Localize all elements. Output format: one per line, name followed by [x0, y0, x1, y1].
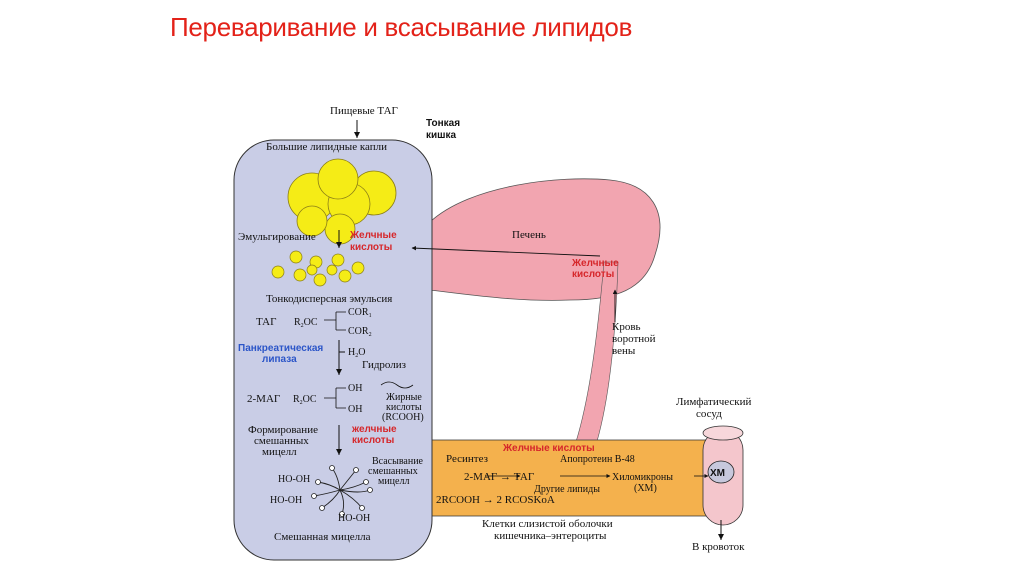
blood-label-a: Кровь: [612, 321, 641, 333]
fine-emulsion-label: Тонкодисперсная эмульсия: [266, 293, 392, 305]
lymph-label-a: Лимфатический: [676, 396, 752, 408]
bile-acids-liver-a: Желчные: [571, 258, 619, 269]
xm-label: ХМ: [710, 468, 725, 479]
blood-label-b: воротной: [612, 333, 656, 345]
micelle-form-a: Формирование: [248, 424, 318, 436]
page-title: Переваривание и всасывание липидов: [170, 12, 633, 42]
bile-acids-liver-b: кислоты: [572, 269, 614, 280]
bile-acids-label-1b: кислоты: [350, 242, 392, 253]
absorb-c: мицелл: [378, 476, 409, 487]
micelle-form-b: смешанных: [254, 435, 309, 447]
food-tag-label: Пищевые ТАГ: [330, 105, 398, 117]
fatty-acids-b: кислоты: [386, 402, 422, 413]
mixed-micelle-label: Смешанная мицелла: [274, 531, 371, 543]
pancreatic-lipase-a: Панкреатическая: [238, 343, 323, 354]
big-lipid-droplets: [287, 158, 397, 245]
resynthesis-label: Ресинтез: [446, 453, 488, 465]
chylomicrons-a: Хиломикроны: [612, 472, 673, 483]
liver-label: Печень: [512, 229, 546, 241]
bile-return-arrow: [411, 245, 601, 257]
enterocytes-a: Клетки слизистой оболочки: [482, 518, 613, 530]
rcooh-label: 2RCOOH → 2 RCOSKoA: [436, 494, 555, 506]
enterocytes-b: кишечника–энтероциты: [494, 530, 607, 542]
small-droplets: [271, 250, 365, 287]
small-intestine-label-2: кишка: [426, 130, 456, 141]
r2oc2-label: R2OC: [293, 394, 317, 406]
big-droplets-label: Большие липидные капли: [266, 141, 387, 153]
hooh-label-2: HO-OH: [270, 495, 302, 506]
intestine-cylinder: [233, 139, 433, 561]
apoprotein-label: Апопротеин В-48: [560, 454, 635, 465]
oh1-label: OH: [348, 383, 362, 394]
emulsification-label: Эмульгирование: [238, 231, 316, 243]
absorb-a: Всасывание: [372, 456, 424, 467]
h2o-label: H2O: [348, 347, 365, 359]
fatty-acids-a: Жирные: [386, 392, 422, 403]
bile-acids-label-3: Желчные кислоты: [502, 443, 595, 454]
pancreatic-lipase-b: липаза: [262, 354, 297, 365]
hydrolysis-label: Гидролиз: [362, 359, 406, 371]
chylomicrons-b: (ХМ): [634, 483, 657, 494]
small-intestine-label-1: Тонкая: [426, 118, 460, 129]
liver-shape: [429, 178, 661, 301]
oh2-label: OH: [348, 404, 362, 415]
chylomicron-xm: [707, 460, 735, 484]
r2oc-label: R2OC: [294, 317, 318, 329]
hooh-label-3: HO-OH: [338, 513, 370, 524]
mag-tag-label: 2-МАГ → ТАГ: [464, 471, 534, 483]
blood-label-c: вены: [612, 345, 636, 357]
bile-acids-label-2a: желчные: [351, 424, 397, 435]
hooh-label-1: HO-OH: [278, 474, 310, 485]
bile-acids-label-1a: Желчные: [349, 230, 397, 241]
cor2-label: COR2: [348, 326, 372, 338]
other-lipids-label: Другие липиды: [534, 484, 600, 495]
bile-acids-label-2b: кислоты: [352, 435, 394, 446]
cor1-label: COR1: [348, 307, 372, 319]
to-blood-label: В кровоток: [692, 541, 745, 553]
tag-label: ТАГ: [256, 316, 276, 328]
fatty-acids-c: (RCOOH): [382, 412, 424, 423]
micelle-form-c: мицелл: [262, 446, 297, 458]
lymph-label-b: сосуд: [696, 408, 722, 420]
absorb-b: смешанных: [368, 466, 418, 477]
mag2-label: 2-МАГ: [247, 393, 280, 405]
